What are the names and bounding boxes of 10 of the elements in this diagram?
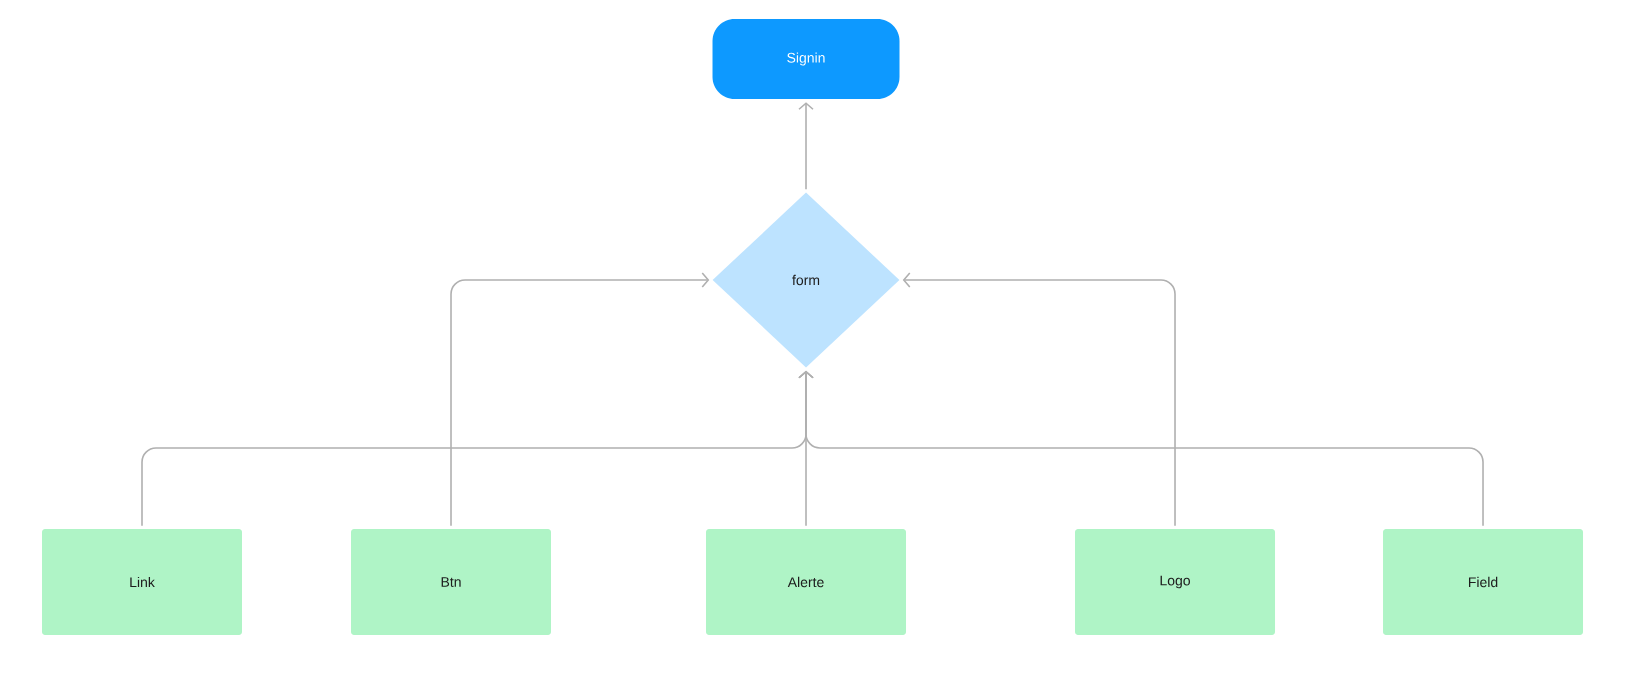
process-box: Btn: [351, 529, 551, 635]
arrow: [450, 272, 710, 527]
arrow: [798, 102, 814, 191]
start-end-box: Signin: [712, 19, 900, 99]
process-box: Alerte: [706, 529, 906, 635]
arrow: [902, 272, 1176, 527]
process-box: Logo: [1075, 529, 1275, 635]
process-box: Field: [1383, 529, 1583, 635]
arrow: [798, 370, 1484, 527]
process-box: Link: [42, 529, 242, 635]
